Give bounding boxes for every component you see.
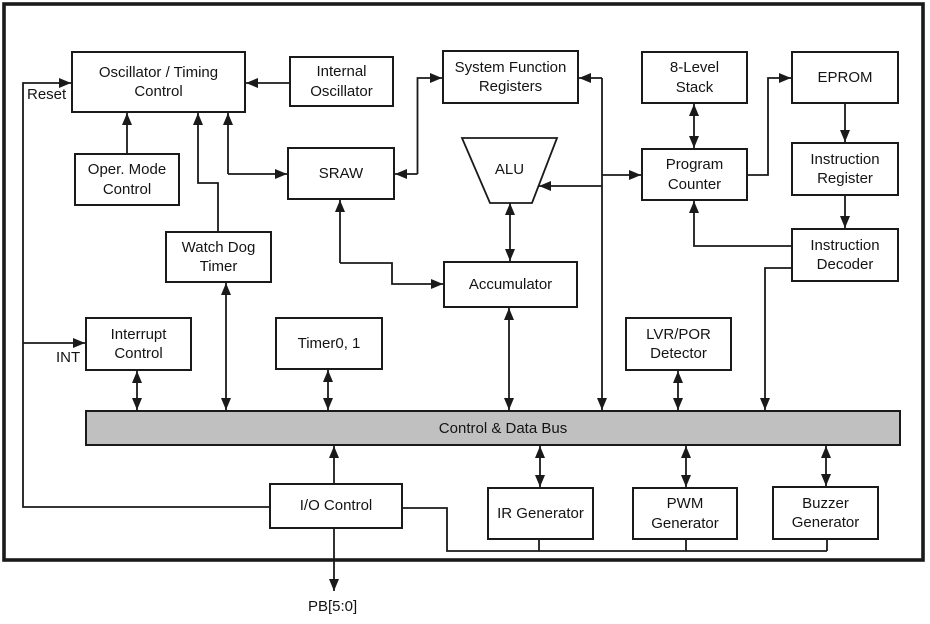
connector-central-rail [539, 73, 641, 410]
label-reset: Reset [27, 86, 67, 103]
block-watch-dog-timer: Watch Dog Timer [165, 231, 272, 283]
connector-sraw-to-sfr [395, 73, 442, 179]
block-8-level-stack: 8-Level Stack [641, 51, 748, 104]
block-oscillator-timing-control: Oscillator / Timing Control [71, 51, 246, 113]
block-io-control: I/O Control [269, 483, 403, 529]
connector-io-to-generators [403, 507, 828, 552]
block-program-counter: Program Counter [641, 148, 748, 201]
block-accumulator: Accumulator [443, 261, 578, 308]
block-ir-generator: IR Generator [487, 487, 594, 540]
block-eprom: EPROM [791, 51, 899, 104]
block-sraw: SRAW [287, 147, 395, 200]
label-pb: PB[5:0] [308, 598, 358, 615]
block-system-function-registers: System Function Registers [442, 50, 579, 104]
block-oper-mode-control: Oper. Mode Control [74, 153, 180, 206]
block-instruction-register: Instruction Register [791, 142, 899, 196]
connector-osc-to-sraw [223, 113, 287, 179]
connector-reset-rail [22, 78, 269, 508]
connector-instr-dec-to-bus [760, 267, 791, 410]
connector-pc-to-eprom [748, 73, 791, 176]
label-int: INT [56, 349, 81, 366]
block-lvr-por-detector: LVR/POR Detector [625, 317, 732, 371]
block-timer01: Timer0, 1 [275, 317, 383, 370]
block-alu-label: ALU [494, 160, 525, 178]
connector-wdt-to-osc [193, 113, 219, 231]
block-interrupt-control: Interrupt Control [85, 317, 192, 371]
block-pwm-generator: PWM Generator [632, 487, 738, 540]
bus-control-data: Control & Data Bus [85, 410, 901, 446]
connector-instr-dec-to-pc [689, 201, 791, 247]
block-internal-oscillator: Internal Oscillator [289, 56, 394, 107]
connector-sraw-to-acc [335, 200, 443, 289]
block-alu-shape [460, 137, 559, 204]
block-buzzer-generator: Buzzer Generator [772, 486, 879, 540]
diagram-frame [2, 2, 925, 562]
block-instruction-decoder: Instruction Decoder [791, 228, 899, 282]
